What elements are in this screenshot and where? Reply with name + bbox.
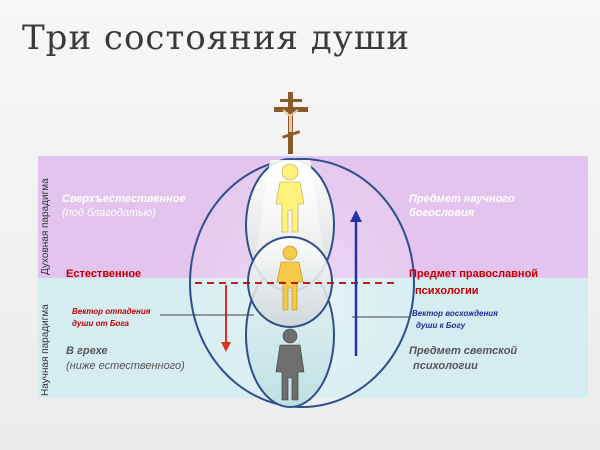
theology-label-1: Предмет научного <box>409 193 515 205</box>
supernatural-label: Сверхъестественное <box>62 193 186 205</box>
sin-label: В грехе <box>66 345 108 357</box>
person-figure-icon <box>276 245 304 311</box>
secular-label-1: Предмет светской <box>409 345 518 357</box>
crucifix-icon <box>274 92 308 154</box>
ascent-vector-label-2: души к Богу <box>416 321 466 330</box>
person-figure-icon <box>275 163 305 233</box>
slide-title: Три состояния души <box>22 18 410 58</box>
supernatural-sub-label: (под благодатью) <box>62 207 156 219</box>
secular-label-2: психологии <box>413 360 478 372</box>
ascent-arrow <box>350 210 362 356</box>
orthodox-label-2: психологии <box>415 285 479 297</box>
orthodox-label-1: Предмет православной <box>409 268 539 280</box>
sin-sub-label: (ниже естественного) <box>66 360 185 372</box>
fall-vector-label-2: души от Бога <box>72 319 130 328</box>
theology-label-2: богословия <box>409 207 475 219</box>
natural-label: Естественное <box>66 268 142 280</box>
person-figure-icon <box>275 328 305 401</box>
fall-vector-label-1: Вектор отпадения <box>72 307 151 316</box>
ascent-vector-label-1: Вектор восхождения <box>412 309 498 318</box>
